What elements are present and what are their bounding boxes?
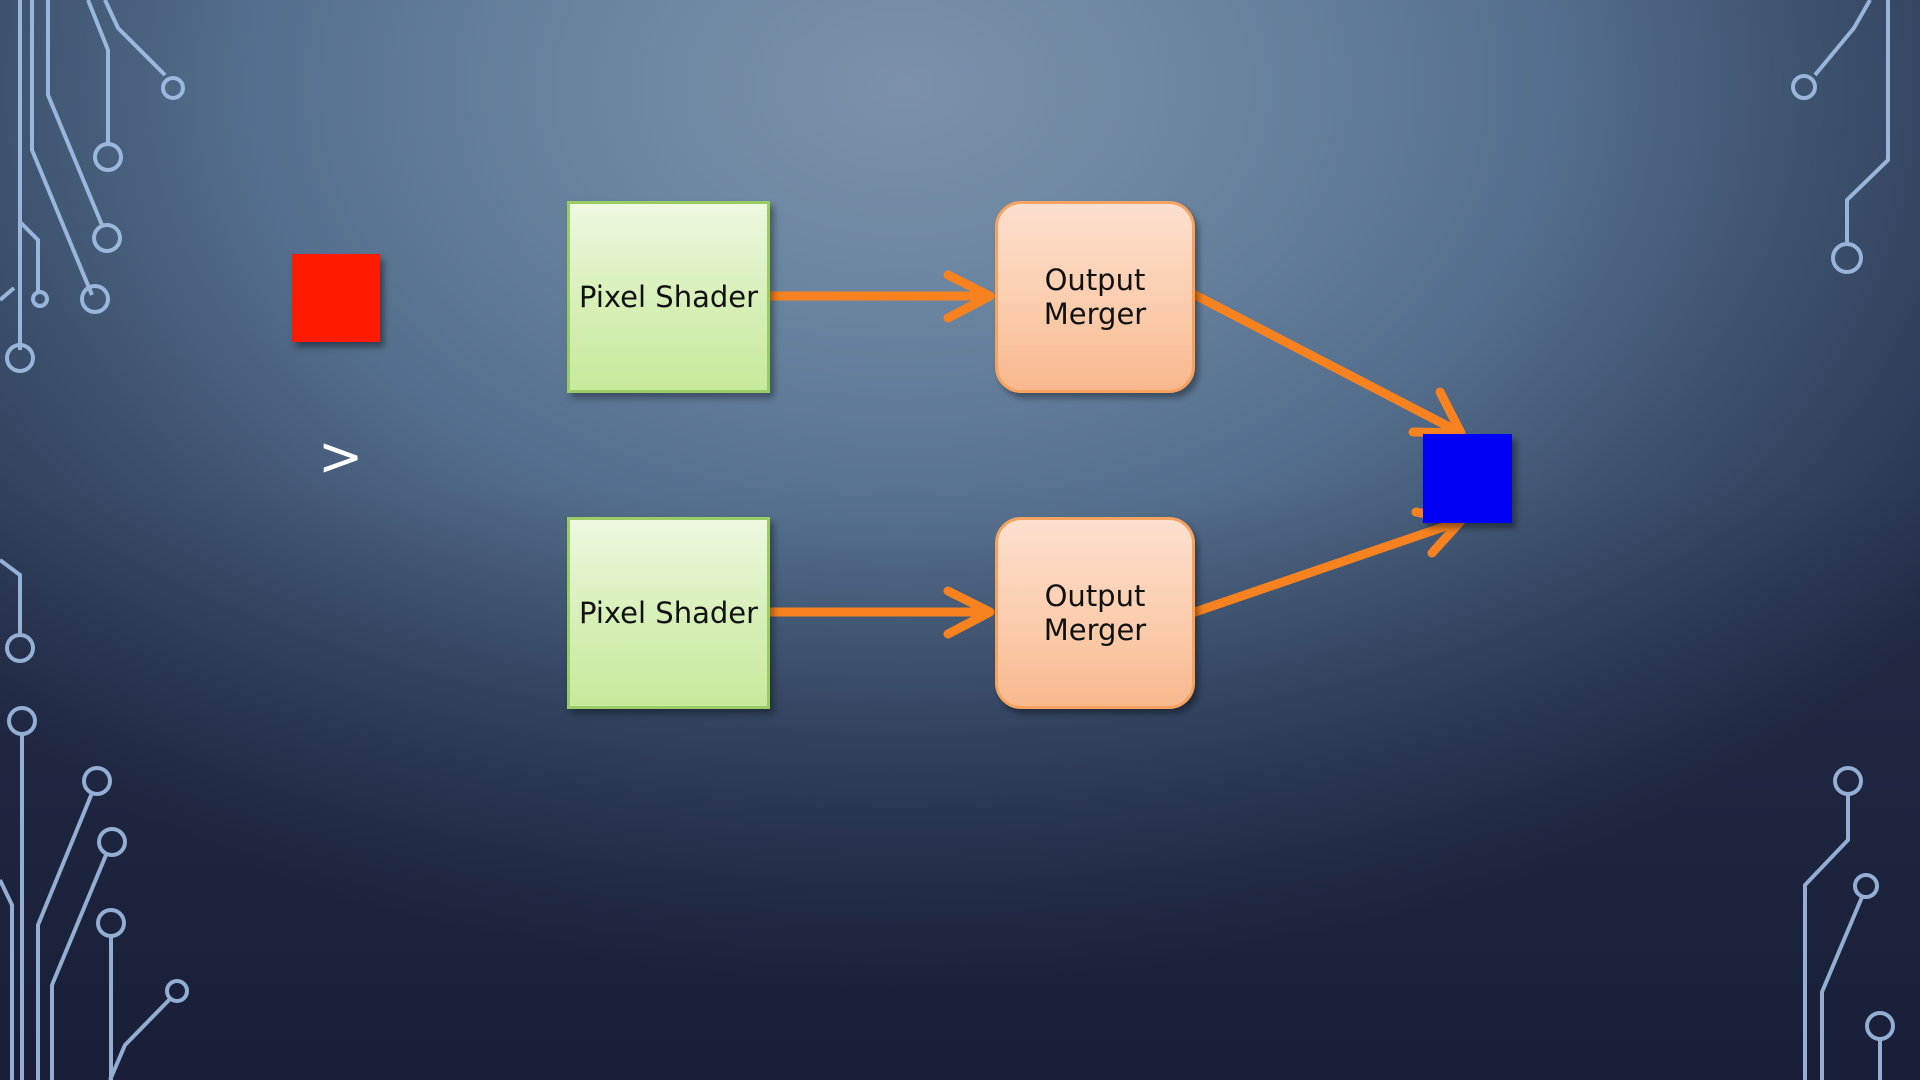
greater-than-symbol: > <box>318 425 364 488</box>
pixel-shader-bottom: Pixel Shader <box>567 517 770 709</box>
arrow-om-top-to-result <box>1190 290 1466 438</box>
result-color-square <box>1423 434 1512 523</box>
pixel-shader-top: Pixel Shader <box>567 201 770 393</box>
arrow-om-bottom-to-result <box>1190 507 1466 617</box>
source-color-square <box>292 254 380 342</box>
output-merger-top: Output Merger <box>995 201 1195 393</box>
arrow-ps-to-om-bottom <box>765 586 995 639</box>
arrow-ps-to-om-top <box>765 270 995 323</box>
output-merger-bottom: Output Merger <box>995 517 1195 709</box>
